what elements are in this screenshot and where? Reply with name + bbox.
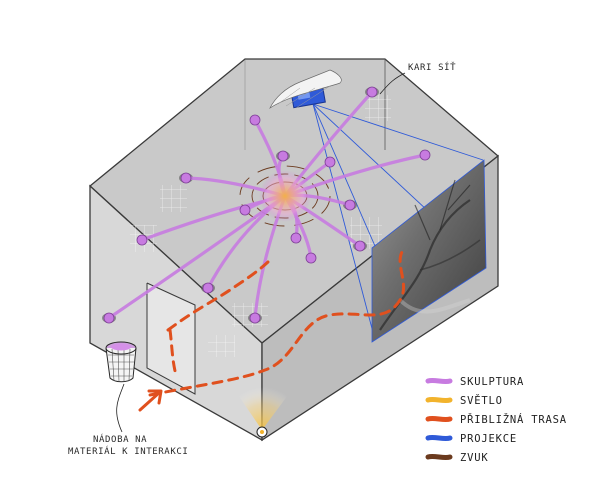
sculpture-node <box>249 312 261 324</box>
legend-label: SKULPTURA <box>460 376 524 388</box>
approx-path <box>138 250 406 412</box>
net <box>269 69 342 109</box>
legend: SKULPTURA SVĚTLO PŘIBLIŽNÁ TRASA PROJEKCE ZV… <box>425 376 567 464</box>
sculpture-node <box>305 252 317 264</box>
legend-swatch <box>425 434 453 442</box>
sculpture-node <box>249 114 261 126</box>
sculpture-center <box>259 170 311 222</box>
projection <box>290 83 487 343</box>
sculpture-node <box>180 172 192 184</box>
net-label: KARI SÍŤ <box>408 61 456 73</box>
basket-icon <box>105 341 137 383</box>
arrow-icon <box>138 389 163 412</box>
sculpture-tendril <box>107 194 287 320</box>
legend-label: PROJEKCE <box>460 433 517 445</box>
legend-swatch <box>425 377 453 385</box>
sculpture-node <box>202 282 214 294</box>
legend-swatch <box>425 415 453 423</box>
lamp-icon <box>256 426 268 438</box>
sculpture-node <box>324 156 336 168</box>
sculpture-node <box>277 150 289 162</box>
sculpture-node <box>290 232 302 244</box>
sculpture-node <box>103 312 115 324</box>
legend-swatch <box>425 453 453 461</box>
sculpture-node <box>239 204 251 216</box>
legend-swatch <box>425 396 453 404</box>
sculpture <box>102 86 431 324</box>
sculpture-node <box>344 199 356 211</box>
legend-label: SVĚTLO <box>460 394 503 407</box>
container-label-line2: MATERIÁL K INTERAKCI <box>68 445 188 457</box>
sculpture-node <box>366 86 378 98</box>
legend-label: ZVUK <box>460 452 489 464</box>
sculpture-node <box>419 149 431 161</box>
container-label-line1: NÁDOBA NA <box>93 433 147 445</box>
sculpture-node <box>136 234 148 246</box>
light <box>238 376 288 438</box>
legend-label: PŘIBLIŽNÁ TRASA <box>460 413 567 426</box>
sculpture-node <box>354 240 366 252</box>
